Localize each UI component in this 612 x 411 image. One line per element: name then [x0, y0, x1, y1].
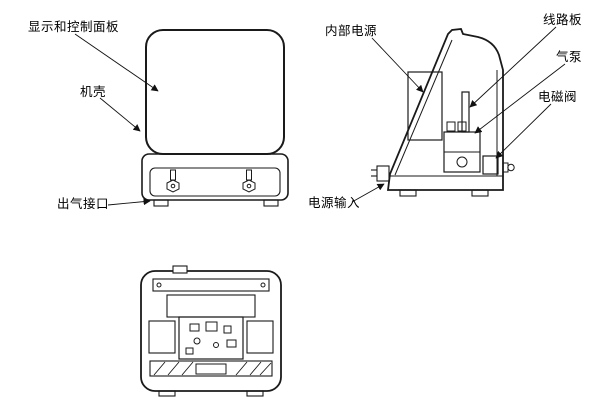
display-window [166, 294, 256, 318]
strip-center-box [195, 363, 227, 375]
side-outline [386, 28, 504, 191]
bottom-foot-left [158, 390, 176, 397]
display-panel-outline [145, 29, 285, 155]
label-air-outlet-port: 出气接口 [57, 197, 110, 211]
front-view [141, 29, 289, 207]
outlet-port-circle [507, 163, 515, 172]
top-bar-screw-left [156, 282, 162, 288]
top-bar [152, 278, 270, 292]
label-display-control-panel: 显示和控制面板 [28, 20, 120, 34]
top-tab [172, 265, 188, 274]
solenoid-valve-part [482, 155, 499, 175]
leader-housing [99, 97, 141, 132]
left-compartment [148, 320, 176, 354]
leader-air-outlet [107, 198, 151, 206]
leader-air-pump [474, 63, 566, 134]
label-power-input: 电源输入 [308, 196, 361, 210]
label-internal-power: 内部电源 [325, 24, 378, 38]
main-circuit-board [178, 316, 244, 360]
base-inner-panel [149, 167, 281, 197]
outlet-fitting-right [242, 169, 256, 193]
label-solenoid-valve: 电磁阀 [538, 90, 578, 104]
pump-detail-circle [456, 156, 468, 168]
top-bar-screw-right [260, 282, 266, 288]
bottom-view [140, 265, 282, 397]
leader-solenoid-valve [495, 103, 552, 159]
bottom-outline [140, 270, 282, 392]
terminal-blocks [446, 121, 467, 132]
side-view [371, 28, 515, 197]
front-foot-left [153, 199, 169, 207]
leader-internal-power [371, 37, 424, 93]
bottom-strip [149, 360, 273, 377]
leader-power-input [351, 183, 385, 203]
inner-wall-slant [394, 39, 453, 176]
label-air-pump: 气泵 [556, 50, 583, 64]
side-foot-right [471, 189, 489, 197]
power-input-socket [371, 165, 390, 182]
right-compartment [246, 320, 274, 354]
board-components [185, 321, 237, 355]
label-housing: 机壳 [80, 85, 107, 99]
housing-base-outline [141, 153, 289, 201]
label-circuit-board: 线路板 [543, 13, 583, 27]
internal-power-part [407, 71, 443, 141]
leader-circuit-board [469, 26, 557, 108]
bottom-strip-hatching [153, 361, 272, 376]
leader-lines [74, 26, 566, 206]
leader-display-panel [74, 33, 159, 92]
outlet-fitting-left [166, 169, 180, 193]
front-foot-right [263, 199, 279, 207]
bottom-foot-right [246, 390, 264, 397]
side-foot-left [399, 189, 417, 197]
